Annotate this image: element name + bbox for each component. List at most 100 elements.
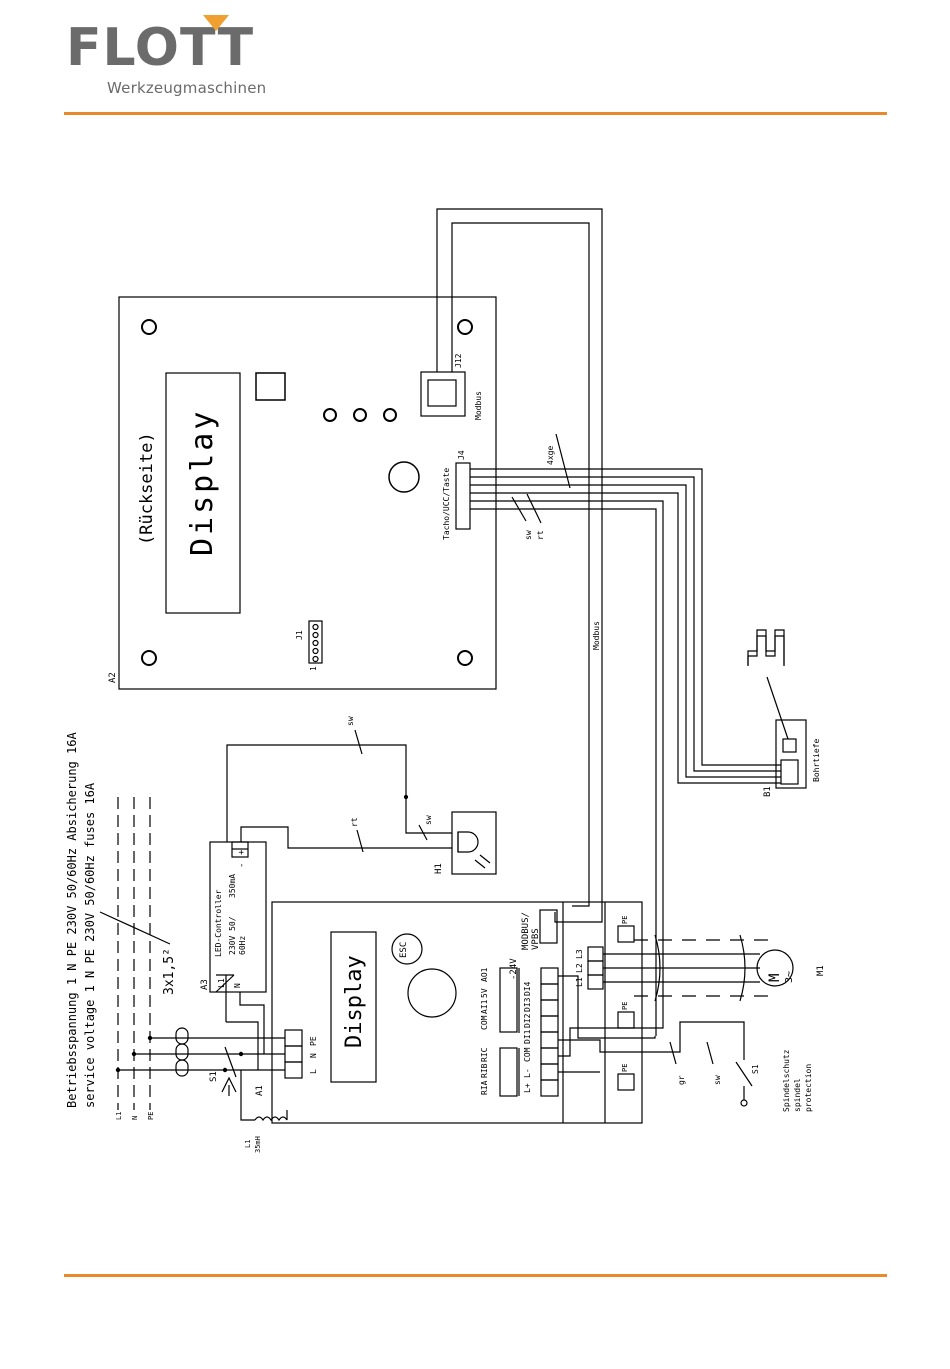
j4-bundle: 4xge sw rt <box>470 433 781 1036</box>
h1-outline <box>451 811 497 875</box>
supply-n: N <box>131 1116 139 1120</box>
a1-display <box>330 931 377 1083</box>
modbus-wire-label: Modbus <box>592 621 601 650</box>
wire-sw-2: sw <box>346 716 355 726</box>
l1-tag: L1 <box>244 1140 252 1148</box>
supply-line-2: service voltage 1 N PE 230V 50/60Hz fuse… <box>83 782 97 1108</box>
wire-rt-1: rt <box>536 530 545 540</box>
h1-led: H1 <box>434 811 497 875</box>
switch-tag: S1 <box>209 1071 219 1082</box>
a1-wiring: gr sw <box>558 975 745 1085</box>
a1-term-l2: L2 <box>575 963 584 973</box>
s1-label2: spindel <box>793 1078 802 1112</box>
j4-connector <box>455 462 471 530</box>
a1-term-n-in: N <box>309 1053 318 1058</box>
logo-triangle <box>203 15 229 31</box>
a3-tag: A3 <box>200 979 210 990</box>
wire-sw-1: sw <box>524 530 533 540</box>
a3-minus: - <box>237 863 247 868</box>
supply-l1: L1 <box>115 1112 123 1120</box>
j1-connector <box>308 620 323 664</box>
a2-board: (Rückseite) Display J1 1 J12 Modbus J4 T… <box>108 296 497 690</box>
logo-subtitle: Werkzeugmaschinen <box>107 79 267 97</box>
b1-sensor: Bohrtiefe B1 <box>747 629 821 797</box>
a3-n: N <box>233 983 242 988</box>
j4-desc: Tacho/UCC/Taste <box>442 468 451 540</box>
modbus-cable: Modbus <box>436 208 603 923</box>
a1-term-ai1: AI1 <box>480 999 489 1014</box>
wire-sw-4: sw <box>713 1075 722 1085</box>
h1-tag: H1 <box>434 863 444 874</box>
s1-label3: protection <box>804 1064 813 1112</box>
wire-gr: gr <box>677 1075 686 1085</box>
display-back-title: (Rückseite) <box>137 432 157 545</box>
a1-pe-1: PE <box>621 916 629 924</box>
a1-term-ria: RIA <box>480 1080 489 1095</box>
a1-pe-2: PE <box>621 1002 629 1010</box>
a3-voltage: 230V 50/ <box>228 916 237 955</box>
a1-term-com: COM <box>523 1047 532 1062</box>
flott-logo: FLOTT Werkzeugmaschinen <box>66 8 266 100</box>
j1-label: J1 <box>295 630 304 640</box>
m1-phase: 3~ <box>784 971 795 983</box>
a1-term-rib: RIB <box>480 1063 489 1078</box>
a1-vpbs: VPBS <box>531 928 541 950</box>
supply-line-1: Betriebsspannung 1 N PE 230V 50/60Hz Abs… <box>65 732 79 1108</box>
s1-tag: S1 <box>751 1064 760 1074</box>
wire-rt-2: rt <box>350 817 359 827</box>
a1-term-5v: 5V <box>480 988 489 998</box>
b1-label: Bohrtiefe <box>812 738 821 782</box>
s1-spindle: S1 Spindelschutz spindel protection <box>735 1030 813 1112</box>
footer-rule <box>64 1274 887 1277</box>
a1-term-di3: DI3 <box>523 997 532 1012</box>
a1-modbus: MODBUS/ <box>521 912 531 950</box>
a1-term-24v: -24V <box>509 958 519 980</box>
wire-4xge: 4xge <box>546 446 555 465</box>
led-wiring: sw rt sw <box>226 716 452 853</box>
a3-title: LED-Controller <box>214 889 223 957</box>
a1-term-l-in: L <box>309 1069 318 1074</box>
s1-label1: Spindelschutz <box>782 1049 791 1112</box>
a1-display-label: Display <box>342 955 367 1048</box>
j12-modbus-label: Modbus <box>474 391 483 420</box>
a3-current: 350mA <box>228 874 237 898</box>
a1-term-lminus: L- <box>523 1068 532 1078</box>
b1-outline <box>775 719 807 789</box>
a1-term-lplus: L+ <box>523 1083 532 1093</box>
a1-term-di4: DI4 <box>523 981 532 996</box>
m1-tag: M1 <box>816 965 826 976</box>
a1-term-l3: L3 <box>575 949 584 959</box>
display-back <box>165 372 241 614</box>
j12-label: J12 <box>454 353 463 368</box>
a2-outline <box>118 296 497 690</box>
supply-cable: 3x1,5² <box>162 948 177 995</box>
a1-converter: Display ESC MODBUS/ VPBS -24V DI4 DI3 DI… <box>255 901 643 1124</box>
a1-outline <box>271 901 643 1124</box>
supply-lines: Betriebsspannung 1 N PE 230V 50/60Hz Abs… <box>65 732 288 1153</box>
a1-term-ao1: AO1 <box>480 967 489 982</box>
a1-pe-3: PE <box>621 1064 629 1072</box>
a3-freq: 60Hz <box>238 936 247 955</box>
a2-tag: A2 <box>108 672 118 683</box>
a1-term-pe-in: PE <box>309 1036 318 1046</box>
a1-tag: A1 <box>255 1085 265 1096</box>
supply-pe: PE <box>147 1112 155 1120</box>
header-rule <box>64 112 887 115</box>
a1-term-l1: L1 <box>575 977 584 987</box>
a1-term-ric: RIC <box>480 1047 489 1062</box>
display-back-label: Display <box>185 409 220 556</box>
a3-l1: L1 <box>217 978 226 988</box>
b1-tag: B1 <box>763 786 773 797</box>
a1-term-di2: DI2 <box>523 1013 532 1028</box>
a3-controller: - + LED-Controller 350mA 230V 50/ 60Hz L… <box>200 841 267 993</box>
j12-connector <box>420 371 466 417</box>
a1-esc: ESC <box>399 942 409 958</box>
a3-plus: + <box>237 849 247 855</box>
j4-label: J4 <box>457 450 466 460</box>
wire-sw-3: sw <box>424 815 433 825</box>
m1-symbol: M <box>767 974 783 982</box>
a1-term-com-left: COM <box>480 1015 489 1030</box>
motor-m1: M 3~ M1 <box>603 934 826 1002</box>
a1-term-di1: DI1 <box>523 1029 532 1044</box>
